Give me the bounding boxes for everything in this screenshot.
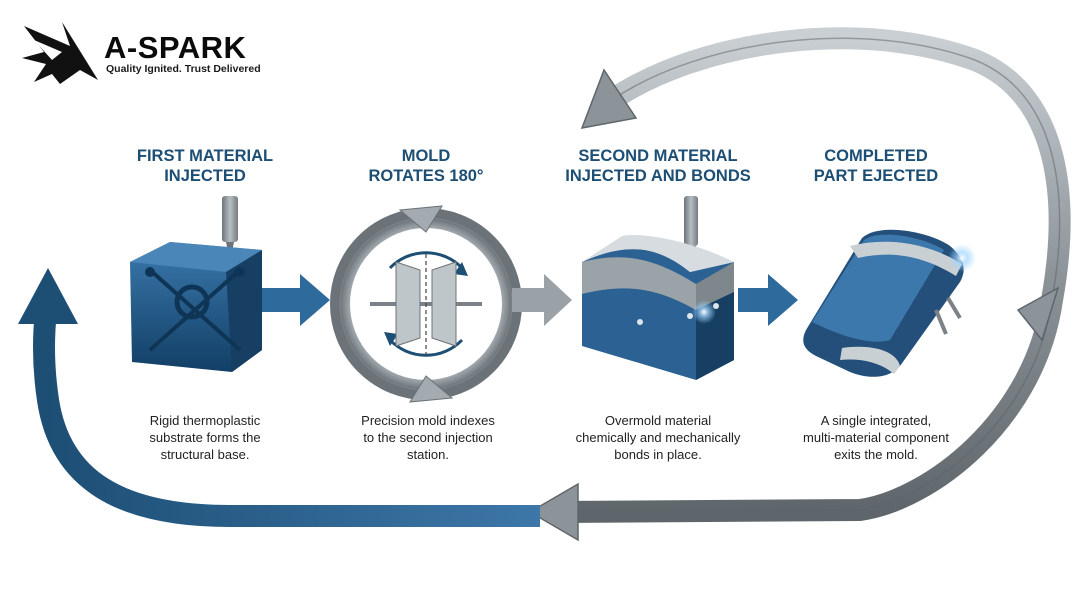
step-2-desc-line-3: station. [407,447,449,462]
step-3-description: Overmold material chemically and mechani… [548,412,768,463]
step-4-desc-line-1: A single integrated, [820,413,932,428]
step-2-title-line-1: MOLD [401,147,451,165]
step-2-description: Precision mold indexes to the second inj… [318,412,538,463]
step-3-desc-line-1: Overmold material [604,413,712,428]
step-1-desc-line-3: structural base. [160,447,250,462]
step-4-title: COMPLETED PART EJECTED [776,146,976,186]
step-3-desc-line-3: bonds in place. [614,447,702,462]
brand-tagline: Quality Ignited. Trust Delivered [106,63,261,75]
step-1-desc-line-2: substrate forms the [149,430,261,445]
step-3-desc-line-2: chemically and mechanically [575,430,741,445]
step-2-desc-line-2: to the second injection [363,430,493,445]
step-3-title-line-2: INJECTED AND BONDS [565,167,751,185]
step-4-desc-line-2: multi-material component [803,430,949,445]
overmold-layer-block-icon [582,196,734,380]
step-4-title-line-1: COMPLETED [824,147,928,165]
step-arrow-1 [262,274,330,326]
eagle-logo-icon [22,22,98,84]
step-4-description: A single integrated, multi-material comp… [766,412,986,463]
step-2-title-line-2: ROTATES 180° [368,167,484,185]
step-1-title-line-1: FIRST MATERIAL [136,147,274,165]
rotating-mold-icon [330,205,522,403]
step-arrow-2 [512,274,572,326]
finished-component-icon [803,229,976,377]
step-2-desc-line-1: Precision mold indexes [361,413,495,428]
step-3-title-line-1: SECOND MATERIAL [578,147,738,165]
step-1-title-line-2: INJECTED [164,167,246,185]
step-arrow-3 [738,274,798,326]
blue-return-arrow [18,268,540,527]
step-3-title: SECOND MATERIAL INJECTED AND BONDS [558,146,758,186]
steel-return-arrow [528,27,1071,542]
step-1-desc-line-1: Rigid thermoplastic [149,413,261,428]
blue-substrate-part-icon [130,196,262,372]
step-1-title: FIRST MATERIAL INJECTED [105,146,305,186]
step-2-title: MOLD ROTATES 180° [326,146,526,186]
step-4-desc-line-3: exits the mold. [834,447,918,462]
brand-name: A-SPARK [104,30,247,65]
step-1-description: Rigid thermoplastic substrate forms the … [95,412,315,463]
step-4-title-line-2: PART EJECTED [813,167,939,185]
